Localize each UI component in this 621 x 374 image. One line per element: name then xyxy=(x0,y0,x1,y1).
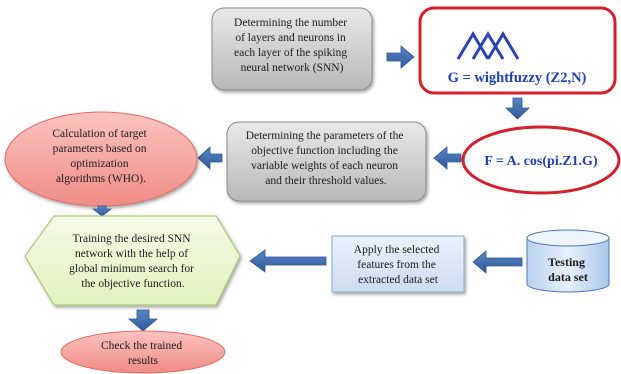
target-params-line: Calculation of target xyxy=(52,128,147,140)
target-params-line: optimization xyxy=(70,158,128,170)
objective-params-line: objective function including the xyxy=(251,145,398,157)
objective-params-line: variable weights of each neuron xyxy=(251,160,398,172)
snn-structure-box: Determining the number of layers and neu… xyxy=(211,7,373,91)
target-params-ellipse: Calculation of target parameters based o… xyxy=(4,111,198,207)
training-line: the objective function. xyxy=(81,278,184,290)
apply-features-line: features from the xyxy=(357,259,436,271)
target-params-line: algorithms (WHO). xyxy=(56,173,146,185)
apply-features-line: extracted data set xyxy=(358,274,439,286)
objective-formula-text: F = A. cos(pi.Z1.G) xyxy=(484,154,598,169)
target-params-line: parameters based on xyxy=(53,143,147,155)
check-results-ellipse: Check the trained results xyxy=(60,330,226,374)
objective-params-box: Determining the parameters of the object… xyxy=(226,121,427,202)
arrow-right xyxy=(386,45,415,69)
objective-formula-ellipse: F = A. cos(pi.Z1.G) xyxy=(461,125,621,195)
training-line: global minimum search for xyxy=(69,263,194,275)
snn-structure-line: of layers and neurons in xyxy=(235,32,346,44)
svg-text:Training the desired SNN: Training the desired SNN network with th… xyxy=(69,233,197,290)
objective-params-line: Determining the parameters of the xyxy=(246,130,404,142)
svg-text:Determining the number o: Determining the number of layers and neu… xyxy=(234,17,350,74)
testing-data-cylinder: Testing data set xyxy=(526,229,610,293)
arrow-down xyxy=(505,97,530,120)
snn-structure-line: neural network (SNN) xyxy=(241,62,344,74)
svg-text:Testing data set: Testing data set xyxy=(548,255,588,284)
arrow-left xyxy=(472,250,523,274)
fuzzy-formula-box: G = wightfuzzy (Z2,N) xyxy=(418,6,617,95)
training-line: Training the desired SNN xyxy=(73,233,192,245)
snn-structure-line: each layer of the spiking xyxy=(234,47,347,59)
testing-data-line: Testing xyxy=(548,255,585,269)
arrow-left xyxy=(433,146,462,170)
svg-text:Calculation of target pa: Calculation of target parameters based o… xyxy=(52,128,149,185)
arrow-left xyxy=(197,146,223,170)
training-hexagon: Training the desired SNN network with th… xyxy=(24,215,241,306)
svg-text:Apply the selected featu: Apply the selected features from the ext… xyxy=(354,244,442,286)
apply-features-box: Apply the selected features from the ext… xyxy=(331,235,465,293)
apply-features-line: Apply the selected xyxy=(354,244,440,256)
check-results-line: Check the trained xyxy=(101,340,182,352)
testing-data-line: data set xyxy=(548,270,588,284)
objective-params-line: and their threshold values. xyxy=(265,175,386,187)
svg-text:Check the trained result: Check the trained results xyxy=(101,340,185,367)
fuzzy-membership-icon xyxy=(456,31,520,60)
snn-structure-line: Determining the number xyxy=(234,17,347,29)
arrow-down xyxy=(127,309,159,332)
check-results-line: results xyxy=(128,355,159,367)
training-line: network with the help of xyxy=(75,248,188,260)
arrow-down xyxy=(91,205,113,217)
arrow-left xyxy=(249,249,327,273)
fuzzy-formula-text: G = wightfuzzy (Z2,N) xyxy=(448,70,587,86)
svg-text:Determining the parameters of: Determining the parameters of the object… xyxy=(246,130,407,187)
